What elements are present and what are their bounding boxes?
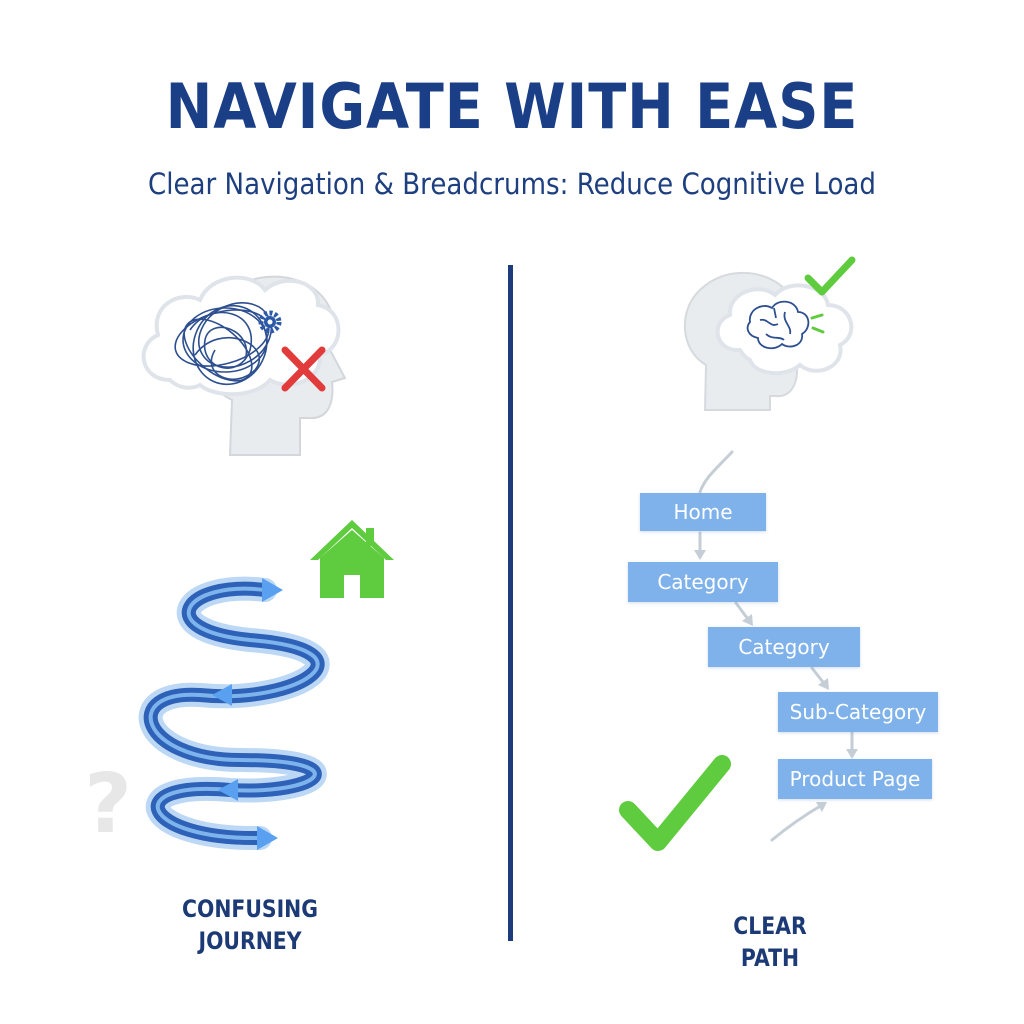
home-icon: [310, 520, 394, 598]
question-mark-icon: ?: [84, 757, 132, 852]
red-x-icon: [281, 346, 326, 392]
breadcrumb-sub-category[interactable]: Sub-Category: [778, 692, 938, 732]
gear-icon: [258, 310, 282, 334]
brain-icon: [746, 300, 810, 350]
center-divider: [508, 265, 513, 941]
confusing-journey-caption: CONFUSING JOURNEY: [174, 893, 327, 957]
connector-arrowheads: [694, 550, 858, 812]
clear-path-caption: CLEAR PATH: [733, 912, 807, 972]
caption-line-1: CONFUSING: [182, 895, 318, 923]
sparkle-icon: [810, 313, 825, 334]
caption-line-2: JOURNEY: [198, 927, 302, 955]
page-title: NAVIGATE WITH EASE: [165, 70, 859, 143]
head-with-brain-icon: [684, 271, 854, 411]
page-subtitle: Clear Navigation & Breadcrums: Reduce Co…: [148, 167, 876, 201]
green-check-icon: [804, 256, 856, 296]
breadcrumb-product-page[interactable]: Product Page: [778, 759, 932, 799]
large-green-check-icon: [619, 755, 731, 851]
tangled-scribble-icon: [174, 302, 272, 386]
breadcrumb-home[interactable]: Home: [640, 493, 766, 531]
spiral-arrow-icon: [138, 576, 330, 851]
breadcrumb-category-2[interactable]: Category: [708, 627, 860, 667]
spiral-arrowheads: [212, 578, 283, 850]
breadcrumb-category-1[interactable]: Category: [628, 562, 778, 602]
